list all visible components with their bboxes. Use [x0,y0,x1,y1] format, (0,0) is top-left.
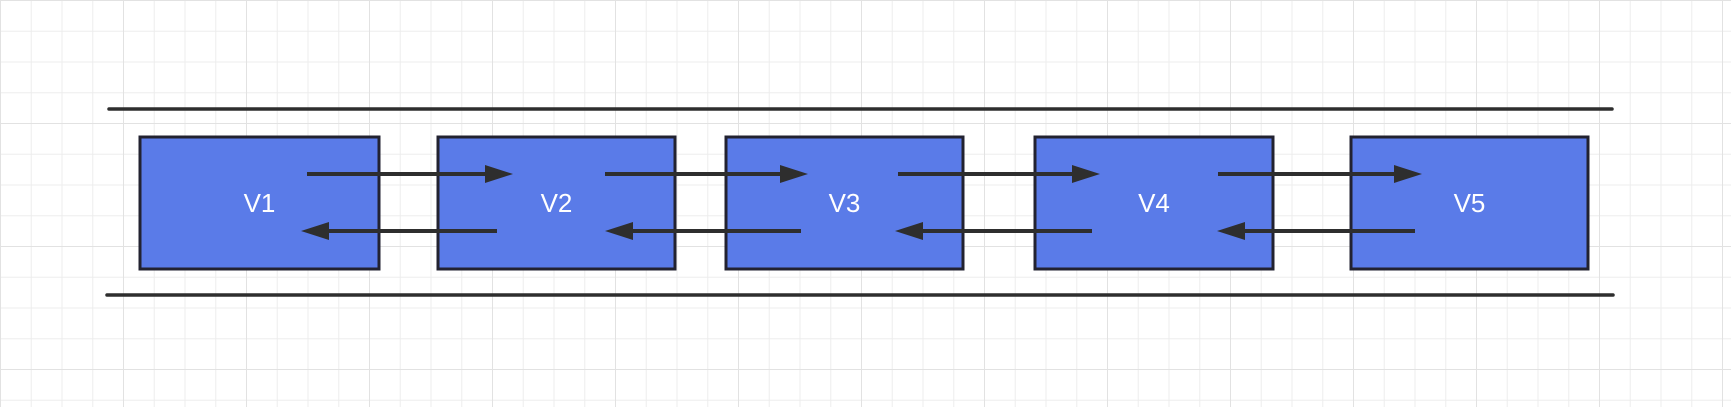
edge-v4-to-v3[interactable] [895,222,1092,240]
edge-arrowhead [485,165,513,183]
node-v3[interactable]: V3 [724,135,965,271]
edge-v1-to-v2[interactable] [307,165,513,183]
node-v5[interactable]: V5 [1349,135,1590,271]
node-v3-body [724,135,965,271]
node-v1[interactable]: V1 [138,135,381,271]
edge-v5-to-v4[interactable] [1217,222,1415,240]
node-v1-body [138,135,381,271]
edge-v2-to-v3[interactable] [605,165,808,183]
node-v4-body [1033,135,1275,271]
edge-arrowhead [1394,165,1422,183]
node-v2-body [436,135,677,271]
node-v5-body [1349,135,1590,271]
edge-v4-to-v5[interactable] [1218,165,1422,183]
node-v5-label: V5 [1454,188,1486,218]
edge-v3-to-v4[interactable] [898,165,1100,183]
node-v3-label: V3 [829,188,861,218]
node-v2-label: V2 [541,188,573,218]
edge-arrowhead [301,222,329,240]
edge-arrowhead [1072,165,1100,183]
node-v1-label: V1 [244,188,276,218]
edge-arrowhead [1217,222,1245,240]
edge-v3-to-v2[interactable] [605,222,801,240]
node-v2[interactable]: V2 [436,135,677,271]
edge-arrowhead [780,165,808,183]
node-v4-label: V4 [1138,188,1170,218]
edge-arrowhead [605,222,633,240]
edge-v2-to-v1[interactable] [301,222,497,240]
node-v4[interactable]: V4 [1033,135,1275,271]
edge-arrowhead [895,222,923,240]
